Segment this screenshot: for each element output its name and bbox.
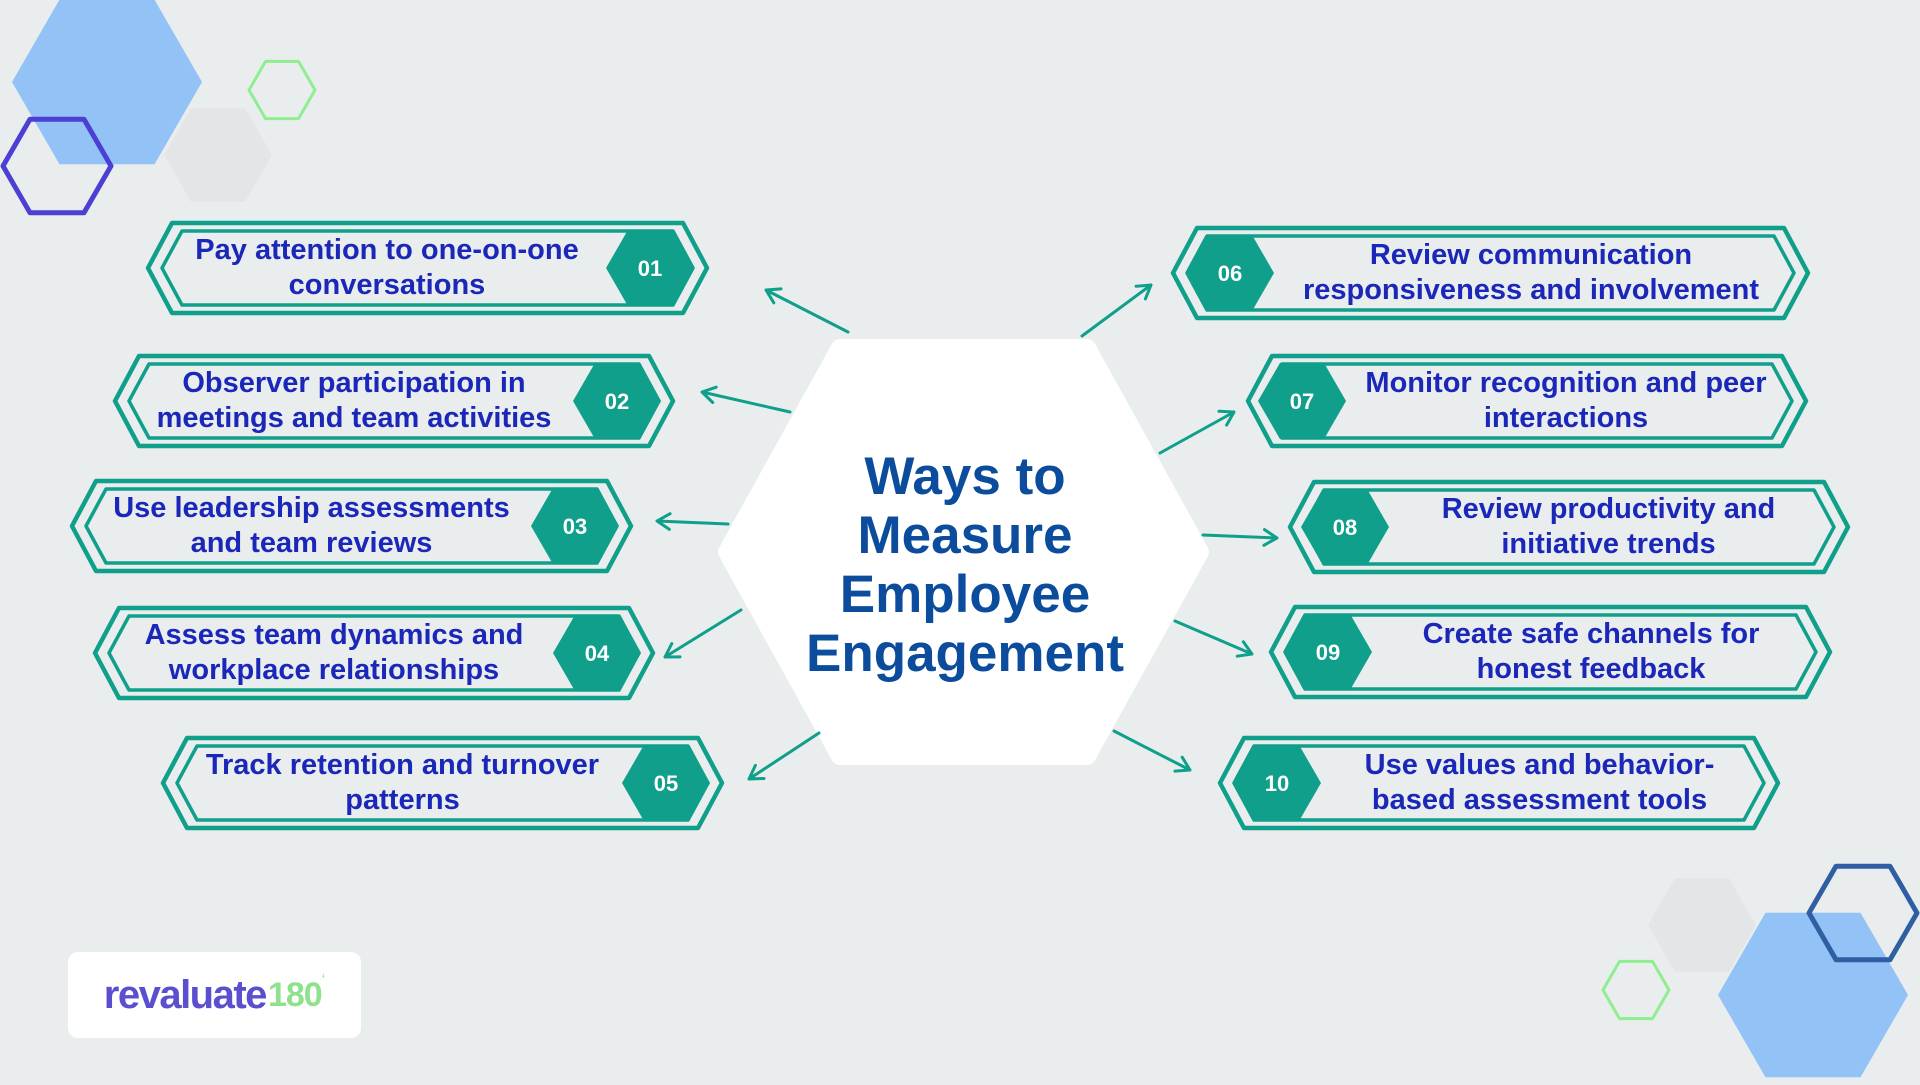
- connector-arrow-02: [700, 385, 792, 414]
- item-number-09: 09: [1316, 640, 1340, 665]
- page-title: Ways to Measure Employee Engagement: [806, 447, 1124, 683]
- connector-arrow-08: [1201, 528, 1279, 547]
- title-line-3: Employee: [839, 565, 1091, 624]
- connector-arrow-04: [663, 608, 743, 659]
- item-number-01: 01: [638, 256, 662, 281]
- decor-hexagon-gray-bottom: [1648, 878, 1756, 972]
- connector-arrow-07: [1158, 409, 1236, 455]
- item-frame-outer-02: [112, 353, 676, 449]
- decor-hexagon-indigo-outline: [0, 116, 114, 216]
- item-text-03: Use leadership assessments and team revi…: [113, 492, 510, 559]
- item-number-08: 08: [1333, 515, 1357, 540]
- item-text-07: Monitor recognition and peer interaction…: [1365, 367, 1767, 434]
- leaf-icon: ‘: [321, 972, 326, 989]
- connector-arrow-09: [1173, 619, 1254, 658]
- item-frame-inner-01: [160, 229, 695, 307]
- item-badge-08: [1301, 488, 1389, 566]
- item-text-09: Create safe channels for honest feedback: [1422, 618, 1760, 685]
- item-number-10: 10: [1265, 771, 1289, 796]
- item-text-02: Observer participation in meetings and t…: [156, 367, 552, 434]
- item-badge-02: [573, 362, 661, 440]
- item-badge-09: [1284, 613, 1372, 691]
- item-number-04: 04: [585, 641, 610, 666]
- item-frame-outer-08: [1287, 479, 1851, 575]
- connector-arrow-03: [655, 512, 730, 531]
- item-badge-04: [553, 614, 641, 692]
- decor-hexagon-green-outline-bottom: [1601, 959, 1671, 1021]
- logo-word: revaluate: [103, 972, 268, 1017]
- item-text-08: Review productivity and initiative trend…: [1441, 493, 1776, 560]
- decor-hexagon-gray: [164, 108, 272, 202]
- item-text-10: Use values and behavior-based assessment…: [1364, 749, 1715, 816]
- item-badge-05: [622, 744, 710, 822]
- item-frame-outer-07: [1245, 353, 1809, 449]
- decor-hexagon-blue-bottom: [1718, 912, 1908, 1078]
- title-line-4: Engagement: [805, 624, 1125, 683]
- item-text-04: Assess team dynamics and workplace relat…: [144, 619, 524, 686]
- brand-logo: revaluate 180 ‘: [68, 952, 361, 1038]
- connector-arrow-05: [747, 731, 821, 781]
- item-frame-outer-01: [145, 220, 710, 316]
- item-frame-outer-05: [160, 735, 725, 831]
- item-frame-outer-03: [69, 478, 634, 574]
- item-badge-06: [1186, 234, 1274, 312]
- connector-arrow-01: [764, 287, 850, 334]
- decor-hexagon-blue-large: [12, 0, 202, 165]
- item-number-07: 07: [1290, 389, 1314, 414]
- item-text-01: Pay attention to one-on-one conversation…: [195, 234, 579, 301]
- item-badge-07: [1258, 362, 1346, 440]
- item-frame-outer-04: [92, 605, 656, 701]
- decor-hexagon-navy-outline: [1806, 863, 1920, 963]
- item-text-05: Track retention and turnover patterns: [205, 749, 600, 816]
- center-hexagon: [718, 339, 1209, 765]
- title-line-1: Ways to: [864, 447, 1066, 506]
- connector-arrow-10: [1112, 729, 1192, 773]
- title-line-2: Measure: [857, 506, 1073, 565]
- item-frame-outer-09: [1268, 604, 1833, 700]
- item-text-06: Review communication responsiveness and …: [1302, 239, 1760, 306]
- connector-arrow-06: [1080, 283, 1153, 338]
- center-hexagon-title: Ways to Measure Employee Engagement: [770, 400, 1160, 730]
- item-badge-01: [606, 229, 694, 307]
- item-frame-outer-06: [1170, 225, 1811, 321]
- item-number-05: 05: [654, 771, 678, 796]
- logo-number: 180: [267, 975, 323, 1014]
- item-number-03: 03: [563, 514, 587, 539]
- item-number-06: 06: [1218, 261, 1242, 286]
- item-frame-outer-10: [1217, 735, 1781, 831]
- item-badge-03: [531, 487, 619, 565]
- item-badge-10: [1233, 744, 1321, 822]
- item-number-02: 02: [605, 389, 629, 414]
- decor-hexagon-green-outline: [247, 59, 317, 121]
